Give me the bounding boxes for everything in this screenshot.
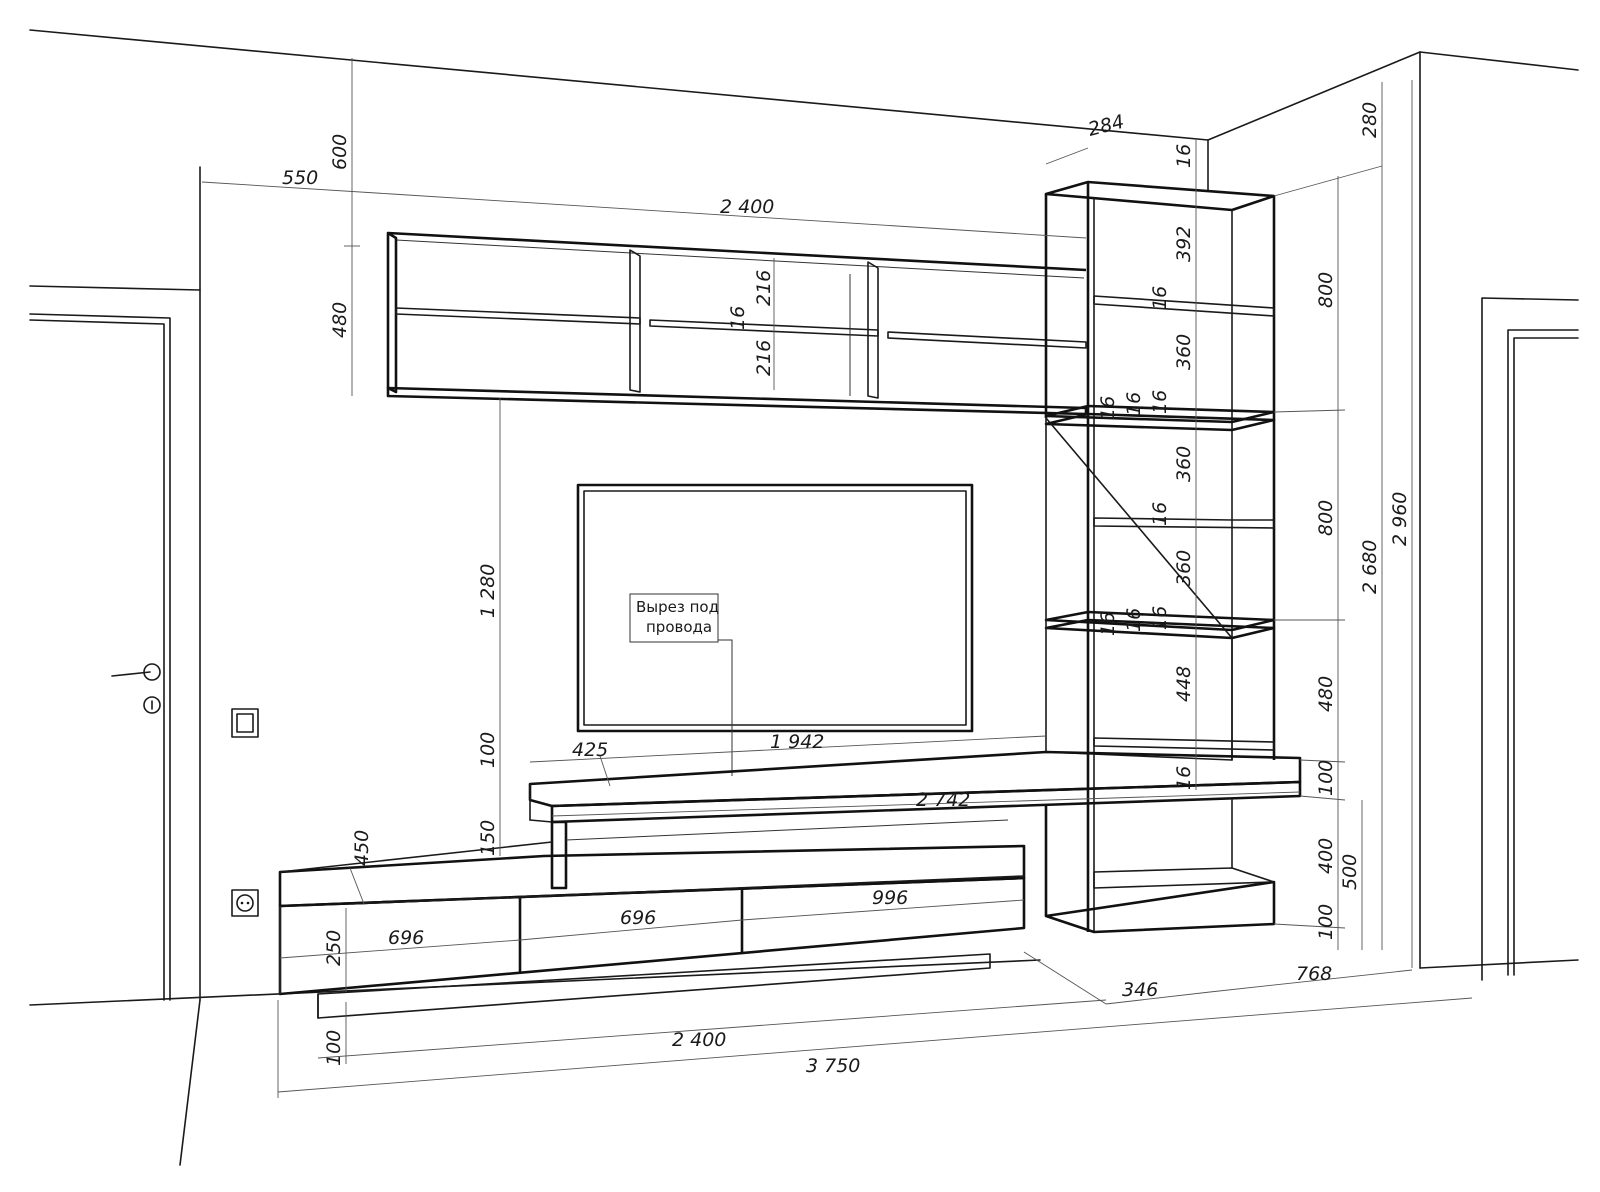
dim-gap-100-left: 100	[477, 732, 499, 768]
dim-col-360-a: 360	[1173, 334, 1195, 370]
dim-depth-450: 450	[351, 830, 373, 866]
dim-col-448: 448	[1173, 666, 1195, 702]
dim-col-392: 392	[1173, 226, 1195, 262]
dim-upper-width: 2 400	[720, 196, 774, 218]
dim-shelf-16: 16	[727, 306, 749, 330]
dim-col-16-c2: 16	[1123, 392, 1145, 416]
door-handle-icon	[111, 663, 161, 714]
tv-screen	[576, 483, 974, 733]
dim-col-16-e3: 16	[1149, 606, 1171, 630]
dim-col-16-d: 16	[1149, 502, 1171, 526]
dimension-lines	[201, 58, 1473, 1098]
dim-right-100-b: 100	[1315, 904, 1337, 940]
dim-total-3750: 3 750	[806, 1055, 860, 1077]
dimension-labels: 600 550 2 400 284 480 216 16 216 1 280 1…	[282, 102, 1411, 1077]
note-line-1: Вырез под	[636, 598, 719, 616]
room-walls	[29, 29, 1579, 1166]
dim-drawer-996: 996	[872, 887, 908, 909]
dim-upper-cab-height: 480	[329, 302, 351, 338]
dim-col-16-b: 16	[1149, 286, 1171, 310]
dim-col-16-top: 16	[1173, 144, 1195, 168]
dim-upper-height: 600	[329, 134, 351, 170]
dim-right-480: 480	[1315, 676, 1337, 712]
dim-left-offset: 550	[282, 167, 318, 189]
dim-right-100-a: 100	[1315, 760, 1337, 796]
dim-right-400: 400	[1315, 838, 1337, 874]
dim-right-2680: 2 680	[1359, 540, 1381, 594]
dim-depth-top: 284	[1086, 111, 1127, 141]
dim-side-346: 346	[1122, 979, 1158, 1001]
dim-col-16-c1: 16	[1097, 396, 1119, 420]
dim-right-800-b: 800	[1315, 500, 1337, 536]
dim-right-500: 500	[1339, 854, 1361, 890]
dim-tv-height: 1 280	[477, 564, 499, 618]
left-door	[29, 285, 201, 1001]
dim-drawer-696-b: 696	[620, 907, 656, 929]
note-line-2: провода	[646, 618, 712, 636]
dim-col-16-e2: 16	[1123, 608, 1145, 632]
dim-col-16-c3: 16	[1149, 390, 1171, 414]
dim-tv-width-1942: 1 942	[770, 731, 824, 753]
dim-right-280: 280	[1359, 102, 1381, 138]
lower-tv-cabinet	[278, 841, 1026, 1019]
dim-col-360-c: 360	[1173, 550, 1195, 586]
cable-cutout-note: Вырез под провода	[629, 593, 733, 776]
dim-col-16-f: 16	[1173, 766, 1195, 790]
light-switch-icon	[231, 708, 259, 738]
dim-drawer-696-a: 696	[388, 927, 424, 949]
dim-right-2960: 2 960	[1389, 492, 1411, 546]
dim-col-360-b: 360	[1173, 446, 1195, 482]
dim-col-16-e1: 16	[1097, 612, 1119, 636]
dim-depth-425: 425	[572, 739, 608, 761]
dim-plinth-100: 100	[323, 1030, 345, 1066]
wall-socket-icon	[231, 889, 259, 917]
dim-side-768: 768	[1296, 963, 1332, 985]
dim-shelf-2742: 2 742	[916, 789, 970, 811]
dim-gap-150-left: 150	[477, 820, 499, 856]
dim-shelf-216-b: 216	[753, 340, 775, 376]
dim-base-2400: 2 400	[672, 1029, 726, 1051]
dim-drawer-height-250: 250	[323, 930, 345, 966]
right-door	[1481, 297, 1579, 981]
dim-right-800-a: 800	[1315, 272, 1337, 308]
dim-shelf-216-a: 216	[753, 270, 775, 306]
